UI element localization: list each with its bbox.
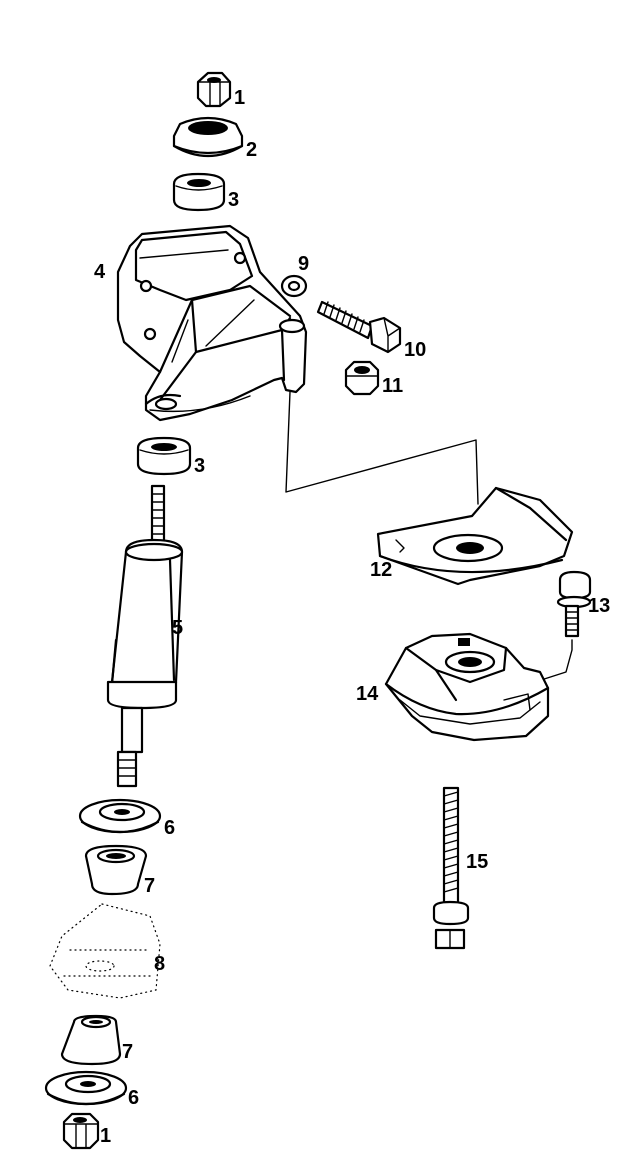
assembly-leader-line (285, 391, 479, 505)
label-part-11: 11 (382, 375, 403, 397)
label-part-10: 10 (404, 339, 426, 361)
label-part-13: 13 (588, 595, 610, 617)
part-9-washer (280, 274, 308, 298)
part-5-damper (106, 484, 184, 788)
part-11-nut (344, 360, 380, 396)
label-part-8: 8 (154, 953, 165, 975)
part-3-bushing-middle (136, 436, 192, 476)
part-labels: 1 2 3 4 9 10 11 3 5 12 13 14 6 7 15 8 7 … (94, 87, 610, 1147)
label-part-9: 9 (298, 253, 309, 275)
label-part-12: 12 (370, 559, 392, 581)
label-part-4: 4 (94, 261, 106, 283)
label-part-6-bottom: 6 (128, 1087, 139, 1109)
part-1-nut-top (196, 71, 232, 108)
label-part-1-top: 1 (234, 87, 245, 109)
part-13-screw (505, 570, 592, 701)
part-4-mounting-bracket (116, 224, 308, 422)
part-8-plate (49, 903, 161, 999)
label-part-1-bottom: 1 (100, 1125, 111, 1147)
part-1-nut-bottom (62, 1112, 100, 1150)
label-part-5: 5 (172, 617, 183, 639)
label-part-2: 2 (246, 139, 257, 161)
label-part-3-top: 3 (228, 189, 239, 211)
part-12-plate (376, 486, 574, 586)
part-15-stud-bolt (432, 786, 470, 950)
label-part-6-top: 6 (164, 817, 175, 839)
part-6-washer-bottom (44, 1070, 128, 1106)
part-14-engine-mount (384, 632, 550, 742)
part-10-bolt (316, 300, 402, 354)
label-part-7-top: 7 (144, 875, 155, 897)
part-7-cone-bottom (60, 1014, 122, 1066)
part-3-bushing-top (172, 172, 226, 212)
part-6-washer-top (78, 798, 162, 834)
label-part-3-middle: 3 (194, 455, 205, 477)
label-part-7-bottom: 7 (122, 1041, 133, 1063)
part-7-cone-top (84, 844, 148, 896)
label-part-15: 15 (466, 851, 488, 873)
part-2-cap-washer (172, 116, 244, 157)
label-part-14: 14 (356, 683, 379, 705)
